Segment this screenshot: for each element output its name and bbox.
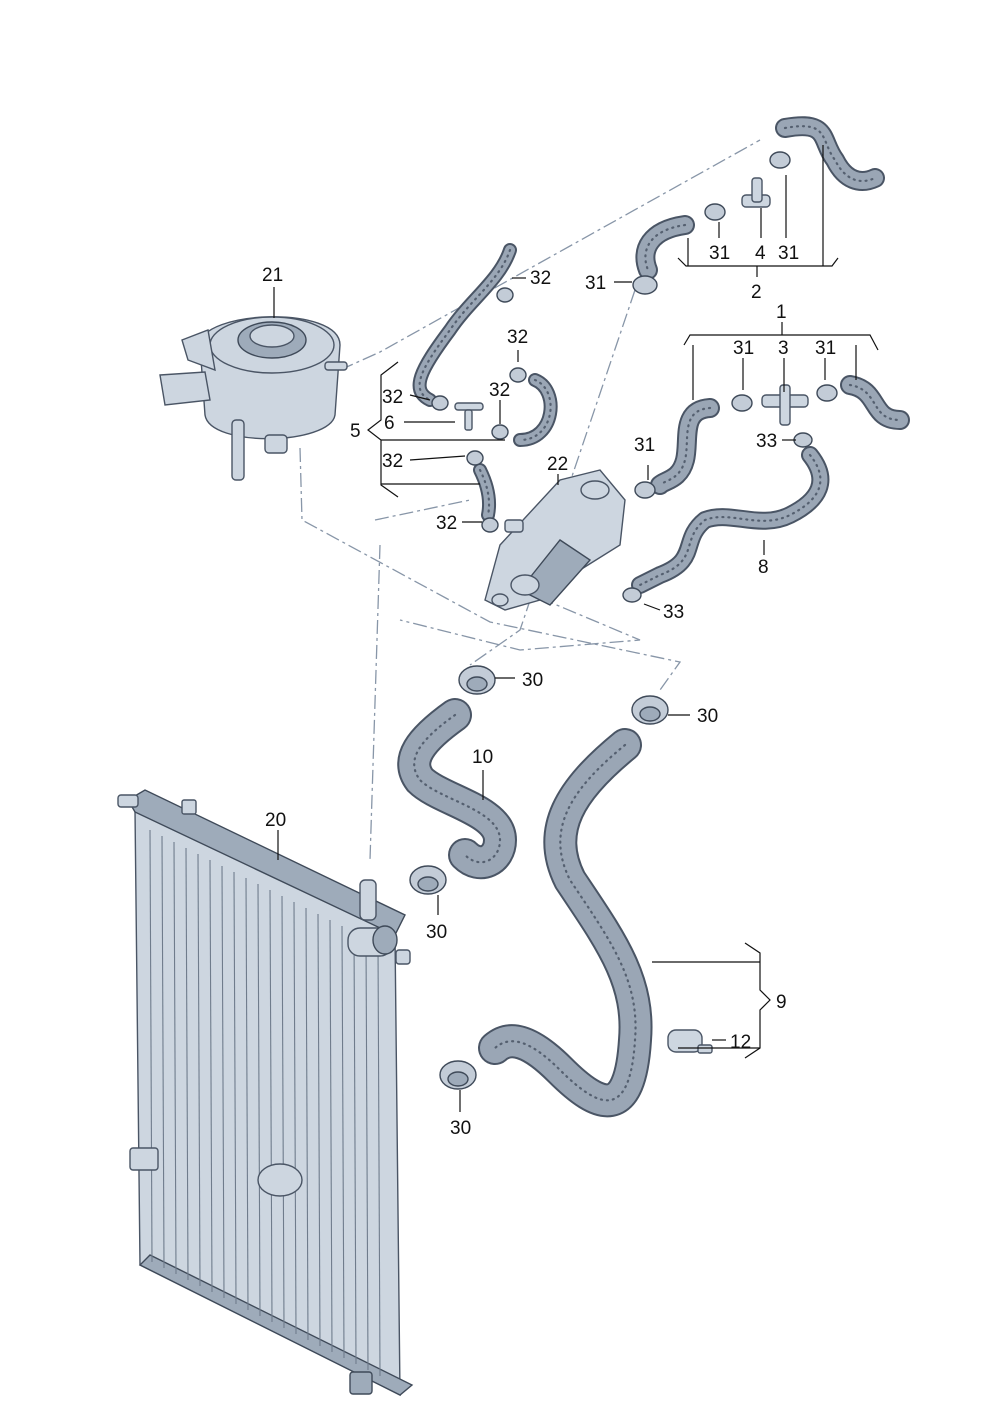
callout-31-f: 31 xyxy=(634,435,655,456)
hose-1 xyxy=(650,375,910,495)
callout-31-d: 31 xyxy=(733,338,754,359)
callout-32-d: 32 xyxy=(489,380,510,401)
callout-31-c: 31 xyxy=(585,273,606,294)
callout-22: 22 xyxy=(547,454,568,475)
callout-6: 6 xyxy=(384,413,395,434)
callout-33-a: 33 xyxy=(756,431,777,452)
callout-10: 10 xyxy=(472,747,493,768)
callout-32-a: 32 xyxy=(530,268,551,289)
hose-9 xyxy=(478,728,653,1118)
callout-31-a: 31 xyxy=(709,243,730,264)
callouts: 21 20 22 10 9 8 12 1 2 3 4 5 6 30 30 30 … xyxy=(262,243,836,1139)
callout-33-b: 33 xyxy=(663,602,684,623)
callout-4: 4 xyxy=(755,243,766,264)
clamps xyxy=(409,151,838,1090)
hoses xyxy=(397,116,910,1118)
callout-30-b: 30 xyxy=(697,706,718,727)
hose-8 xyxy=(631,446,830,594)
callout-30-c: 30 xyxy=(426,922,447,943)
callout-32-e: 32 xyxy=(382,451,403,472)
thermostat-housing xyxy=(484,469,626,611)
callout-9: 9 xyxy=(776,992,787,1013)
callout-32-b: 32 xyxy=(507,327,528,348)
hose-5 xyxy=(412,243,558,522)
callout-3: 3 xyxy=(778,338,789,359)
callout-1: 1 xyxy=(776,302,787,323)
hose-2 xyxy=(635,116,885,280)
radiator xyxy=(117,789,414,1397)
callout-20: 20 xyxy=(265,810,286,831)
connectors xyxy=(454,177,809,1054)
callout-30-d: 30 xyxy=(450,1118,471,1139)
callout-31-e: 31 xyxy=(815,338,836,359)
callout-21: 21 xyxy=(262,265,283,286)
callout-30-a: 30 xyxy=(522,670,543,691)
callout-32-c: 32 xyxy=(382,387,403,408)
leader-lines xyxy=(273,145,879,1112)
assembly-lines xyxy=(299,139,761,861)
callout-8: 8 xyxy=(758,557,769,578)
hose-10 xyxy=(397,698,517,880)
radiator-fins xyxy=(149,829,381,1377)
expansion-tank xyxy=(159,316,348,481)
callout-32-f: 32 xyxy=(436,513,457,534)
callout-2: 2 xyxy=(751,282,762,303)
callout-31-b: 31 xyxy=(778,243,799,264)
callout-12: 12 xyxy=(730,1032,751,1053)
callout-5: 5 xyxy=(350,421,361,442)
